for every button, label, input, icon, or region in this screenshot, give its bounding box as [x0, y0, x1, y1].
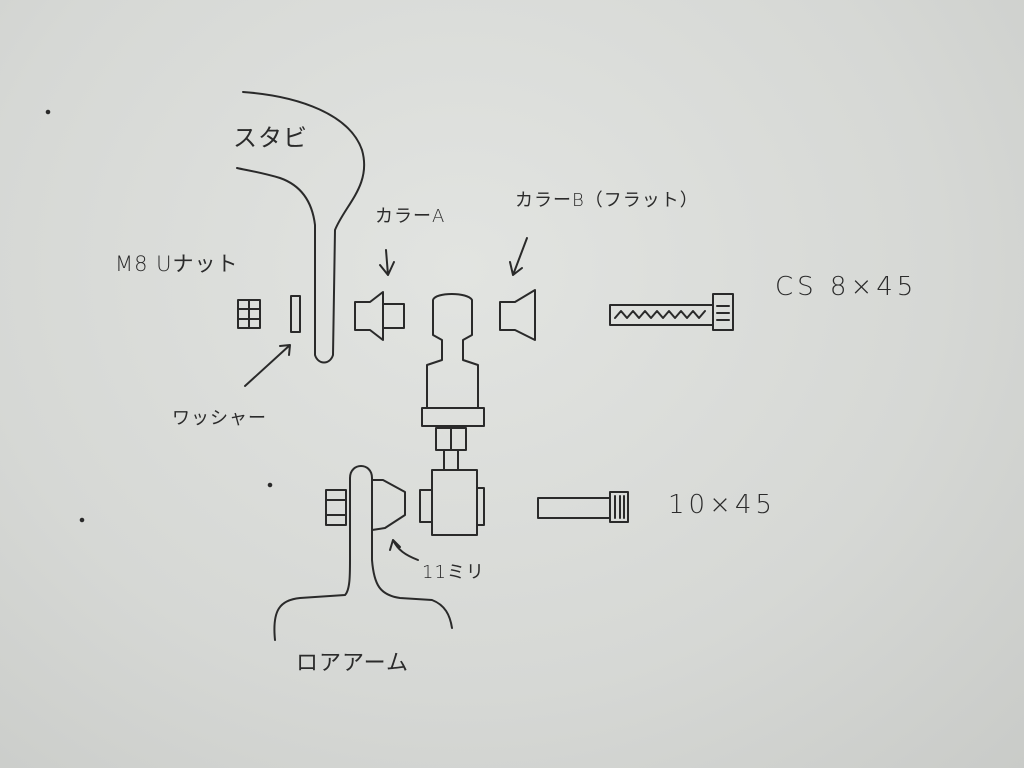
lower-arm-outline [273, 465, 453, 641]
lower-nut-shape [325, 489, 347, 526]
collar-b-shape [499, 289, 536, 341]
ball-joint-shape [426, 293, 479, 409]
label-size-11mm: 11ミリ [422, 562, 485, 583]
stabilizer-outline [236, 91, 365, 364]
collar-a-shape [354, 291, 405, 341]
washer-shape [290, 295, 301, 333]
label-collar-b: カラーB（フラット） [515, 190, 699, 211]
label-collar-a: カラーA [375, 206, 446, 227]
label-stabilizer: スタビ [233, 124, 308, 152]
label-bolt-lower: 10×45 [668, 490, 776, 520]
label-nut: M8 Uナット [115, 252, 239, 276]
label-washer: ワッシャー [172, 408, 267, 429]
label-bolt-upper: CS 8×45 [775, 272, 918, 302]
bolt-lower-shape [537, 497, 611, 519]
spacer-11mm-shape [371, 479, 406, 531]
label-lower-arm: ロアアーム [296, 651, 410, 676]
